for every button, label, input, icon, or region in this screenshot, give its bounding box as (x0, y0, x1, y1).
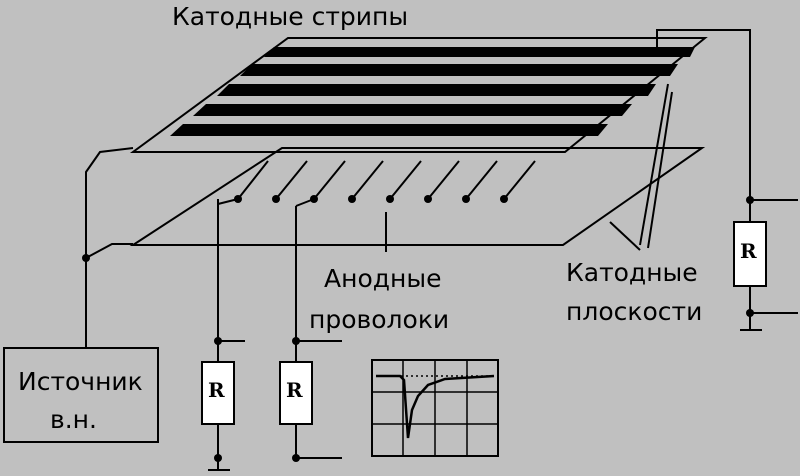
junction-dot (746, 196, 754, 204)
wire-contact-dot (424, 195, 432, 203)
junction-dot (292, 454, 300, 462)
cathode-plane-leader (609, 221, 641, 251)
hv-wire-to-strips (85, 147, 134, 348)
resistor-2-label: R (286, 378, 303, 402)
resistor-2 (279, 361, 313, 425)
hv-junction-dot (82, 254, 90, 262)
cathode-strip (217, 84, 656, 96)
anode-wires-label-line1: Анодные (324, 264, 442, 293)
wire-contact-dot (500, 195, 508, 203)
oscilloscope-display (371, 359, 499, 457)
readout-wire (295, 198, 315, 207)
resistor-1 (201, 361, 235, 425)
cathode-strip (264, 47, 695, 57)
resistor-3 (733, 221, 767, 287)
anode-wires (237, 160, 536, 200)
anode-wire-contacts (234, 195, 508, 203)
cathode-readout (656, 29, 798, 331)
wire-contact-dot (462, 195, 470, 203)
anode-wire (313, 160, 346, 200)
leader-lines (385, 83, 673, 252)
junction-dot (214, 454, 222, 462)
cathode-strip (240, 64, 678, 76)
hv-wiring (85, 147, 134, 348)
wire-contact-dot (348, 195, 356, 203)
anode-readout-2 (295, 198, 342, 459)
hv-source-label-line2: в.н. (50, 405, 97, 434)
cathode-strip (170, 124, 608, 136)
cathode-strip (193, 104, 632, 116)
junction-dot (292, 337, 300, 345)
resistor-3-label: R (740, 239, 757, 263)
cathode-strips-plane (129, 37, 708, 153)
cathode-planes-label-line1: Катодные (566, 258, 698, 287)
cathode-plane-leader (639, 83, 669, 246)
anode-readout-1-dots (214, 337, 222, 462)
resistor-1-label: R (208, 378, 225, 402)
cathode-planes-label-line2: плоскости (566, 297, 703, 326)
wire-contact-dot (272, 195, 280, 203)
lower-cathode-plane (129, 147, 706, 246)
anode-readout-2-dots (292, 337, 300, 462)
anode-wire (275, 160, 308, 200)
anode-wire (503, 160, 536, 200)
junction-dot (746, 309, 754, 317)
cathode-strips (170, 47, 695, 136)
wire-contact-dot (386, 195, 394, 203)
anode-wire (351, 160, 384, 200)
hv-wire-to-plane (85, 243, 133, 259)
pulse-trace (376, 374, 495, 439)
cathode-readout-dots (746, 196, 754, 317)
readout-wire (217, 198, 239, 205)
hv-source-box (3, 347, 159, 443)
junction-dot (214, 337, 222, 345)
hv-source-label-line1: Источник (18, 367, 143, 396)
anode-wire (465, 160, 498, 200)
anode-wire (427, 160, 460, 200)
anode-wire (237, 160, 269, 200)
anode-wires-label-line2: проволоки (309, 305, 450, 334)
cathode-plane-leader (647, 91, 673, 249)
cathode-strips-label: Катодные стрипы (172, 2, 409, 31)
cathode-readout-wire (656, 29, 751, 222)
anode-readout-1 (208, 198, 245, 471)
anode-wire (389, 160, 422, 200)
